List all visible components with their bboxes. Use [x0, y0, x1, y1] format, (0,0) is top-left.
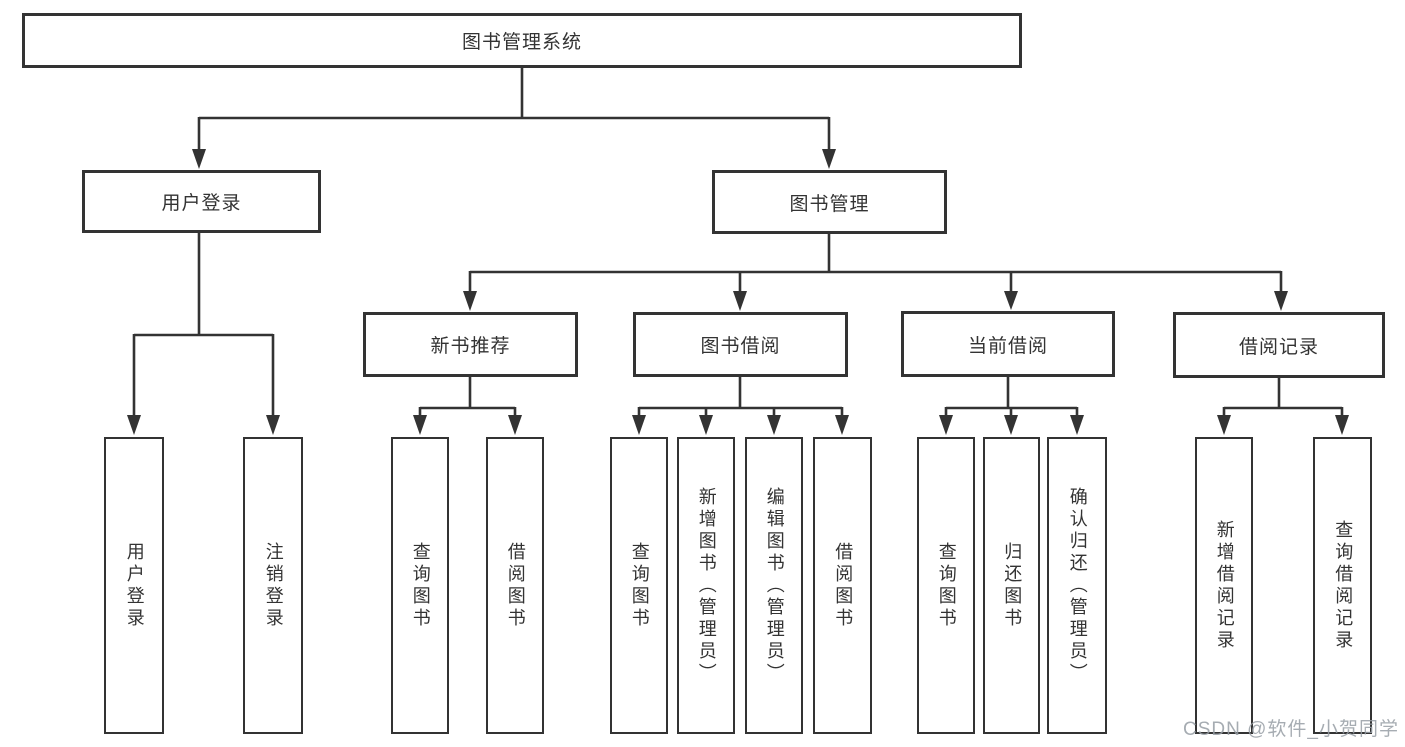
node-label: 图书借阅	[700, 336, 781, 357]
node-label: 查询借阅记录	[1333, 519, 1354, 652]
node-label: 查询图书	[936, 541, 957, 630]
node-label: 查询图书	[629, 541, 650, 630]
leaf-logout: 注销登录	[243, 437, 303, 734]
node-label: 图书管理系统	[461, 32, 582, 53]
leaf-add-books-admin: 新增图书（管理员）	[677, 437, 735, 734]
leaf-add-borrow-record: 新增借阅记录	[1195, 437, 1253, 734]
node-label: 新书推荐	[430, 336, 511, 357]
leaf-confirm-return-admin: 确认归还（管理员）	[1047, 437, 1107, 734]
node-label: 借阅记录	[1238, 336, 1319, 358]
node-label: 编辑图书（管理员）	[764, 486, 785, 685]
leaf-query-books-borrow: 查询图书	[610, 437, 668, 734]
node-user-login: 用户登录	[82, 170, 321, 233]
leaf-borrow-books-recommend: 借阅图书	[486, 437, 544, 734]
leaf-user-login: 用户登录	[104, 437, 164, 734]
node-label: 确认归还（管理员）	[1067, 486, 1088, 685]
leaf-query-books-recommend: 查询图书	[391, 437, 449, 734]
node-label: 借阅图书	[833, 541, 854, 630]
node-label: 注销登录	[263, 541, 284, 630]
csdn-watermark: CSDN @软件_小贺同学	[1183, 719, 1399, 740]
node-label: 查询图书	[410, 541, 431, 630]
leaf-return-books: 归还图书	[983, 437, 1040, 734]
node-label: 图书管理	[789, 193, 870, 215]
node-label: 新增图书（管理员）	[696, 486, 717, 685]
node-label: 用户登录	[124, 541, 145, 630]
arrowhead-icons	[127, 149, 1349, 435]
node-current-borrow: 当前借阅	[901, 311, 1115, 377]
node-label: 借阅图书	[505, 541, 526, 630]
leaf-query-books-current: 查询图书	[917, 437, 975, 734]
node-label: 当前借阅	[967, 335, 1048, 357]
node-label: 新增借阅记录	[1214, 519, 1235, 652]
node-book-management: 图书管理	[712, 170, 947, 234]
node-label: 归还图书	[1002, 541, 1023, 630]
node-borrow-records: 借阅记录	[1173, 312, 1385, 378]
node-label: 用户登录	[161, 193, 242, 214]
leaf-edit-books-admin: 编辑图书（管理员）	[745, 437, 803, 734]
node-library-management-system: 图书管理系统	[22, 13, 1022, 68]
node-book-borrow: 图书借阅	[633, 312, 848, 377]
leaf-query-borrow-record: 查询借阅记录	[1313, 437, 1372, 734]
node-new-book-recommend: 新书推荐	[363, 312, 578, 377]
leaf-borrow-books: 借阅图书	[813, 437, 872, 734]
